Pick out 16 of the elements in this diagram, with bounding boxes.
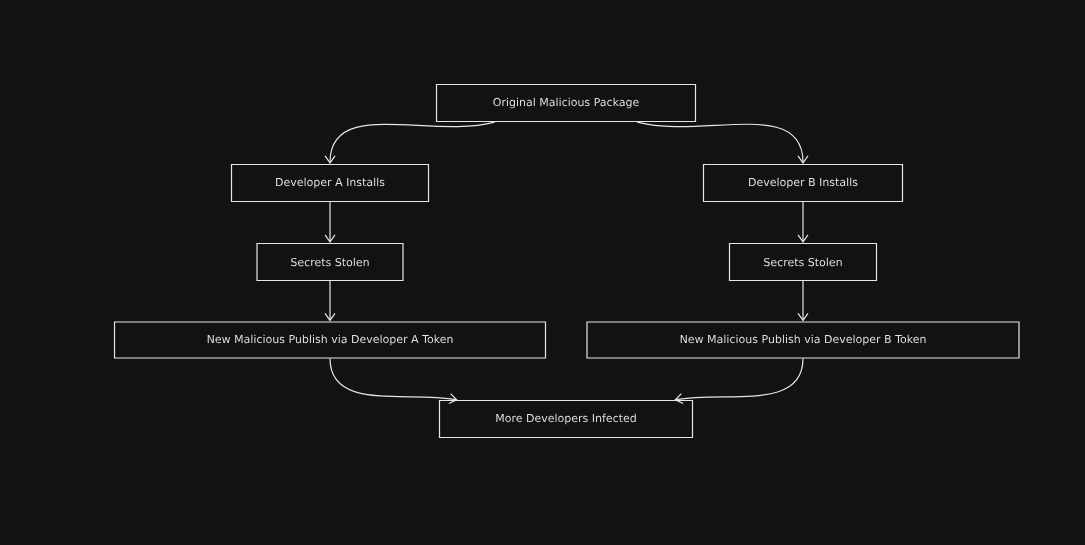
process-box: New Malicious Publish via Developer B Token bbox=[586, 321, 1020, 359]
arrow bbox=[674, 358, 804, 405]
arrow bbox=[636, 121, 809, 164]
process-box: Secrets Stolen bbox=[728, 242, 878, 282]
process-box: Developer A Installs bbox=[230, 163, 430, 203]
arrow bbox=[324, 121, 496, 164]
process-box: More Developers Infected bbox=[438, 399, 694, 439]
arrow bbox=[797, 280, 809, 322]
process-box: Developer B Installs bbox=[702, 163, 904, 203]
arrow bbox=[329, 358, 458, 405]
process-box: New Malicious Publish via Developer A Token bbox=[113, 321, 547, 359]
arrow bbox=[797, 201, 809, 243]
arrow bbox=[324, 280, 336, 322]
process-box: Secrets Stolen bbox=[256, 242, 404, 282]
arrow bbox=[324, 201, 336, 243]
process-box: Original Malicious Package bbox=[435, 83, 697, 123]
